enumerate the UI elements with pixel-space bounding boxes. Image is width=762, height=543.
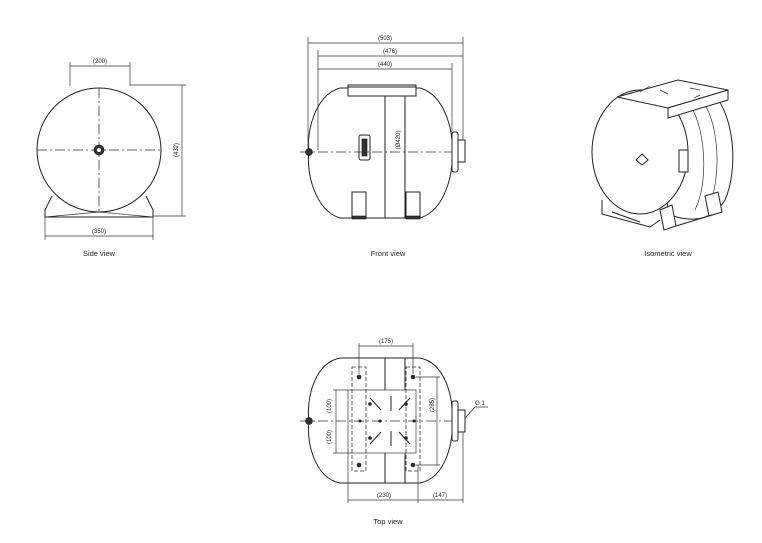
dim-top-upper-half: (100) (327, 399, 333, 413)
bracket-slots (639, 85, 701, 99)
front-view-tank-body (307, 87, 453, 219)
outlet-pipe (457, 139, 466, 163)
front-view-caption: Front view (371, 249, 406, 258)
dim-top-plate-width: (230) (377, 493, 391, 499)
mounting-hole (356, 462, 362, 468)
valve-icon (635, 153, 649, 166)
valve-icon-center (97, 148, 101, 152)
dim-side-height: (432) (174, 143, 180, 157)
foot-left (351, 191, 367, 219)
side-view-feet (44, 195, 154, 218)
foot-pad (405, 215, 421, 220)
mounting-slot (369, 431, 382, 445)
mounting-hole (378, 419, 382, 423)
dim-front-overall: (503) (378, 36, 392, 42)
isometric-bracket-side (667, 89, 729, 119)
mounting-hole (412, 419, 416, 423)
dim-side-top-width: (200) (93, 59, 107, 65)
outlet-pipe (457, 409, 466, 433)
side-view-base-line (44, 211, 154, 218)
air-valve-icon (305, 417, 313, 425)
isometric-view-caption: Isometric view (644, 249, 692, 258)
dim-top-foot-spacing: (175) (379, 339, 393, 345)
front-view: (503) (476) (440) (Ø420) Front view (300, 36, 466, 258)
mounting-holes (356, 374, 416, 468)
nameplate-inner (361, 138, 368, 157)
mounting-hole (410, 462, 416, 468)
dim-top-outlet-offset: (147) (433, 493, 447, 499)
dim-top-hole-spacing: (285) (430, 398, 436, 412)
dim-front-diameter: (Ø420) (396, 131, 402, 150)
connection-thread-label: G 1 (475, 401, 485, 407)
side-view: (200) (432) (350) Side view (36, 59, 186, 258)
nameplate-icon (678, 149, 689, 173)
dim-front-middle: (476) (383, 49, 397, 55)
isometric-base-rail (675, 214, 713, 227)
dim-front-body: (440) (378, 62, 392, 68)
mounting-slots (369, 396, 411, 446)
flange (451, 400, 459, 442)
mounting-hole (356, 374, 362, 380)
mounting-hole (410, 374, 416, 380)
top-view-caption: Top view (373, 517, 403, 526)
foot-right (405, 191, 421, 219)
mounting-slot (398, 431, 411, 445)
isometric-base-frame (601, 200, 661, 228)
side-view-caption: Side view (83, 249, 116, 258)
top-view: (175) (100) (100) (285) (230) (147) G 1 … (300, 339, 488, 526)
mounting-slot (398, 397, 411, 411)
dim-top-lower-half: (100) (327, 430, 333, 444)
mounting-bracket (347, 84, 417, 97)
mounting-hole (368, 436, 372, 440)
air-valve-icon (305, 148, 313, 156)
isometric-view: Isometric view (591, 79, 734, 258)
mounting-plate (347, 389, 417, 454)
flange (451, 131, 459, 173)
mounting-hole (358, 419, 362, 423)
foot-back (704, 191, 723, 217)
mounting-hole (368, 402, 372, 406)
foot-pad (351, 215, 367, 220)
dim-side-base-width: (350) (92, 229, 106, 235)
mounting-slot (369, 397, 382, 411)
leader-line (464, 406, 488, 419)
